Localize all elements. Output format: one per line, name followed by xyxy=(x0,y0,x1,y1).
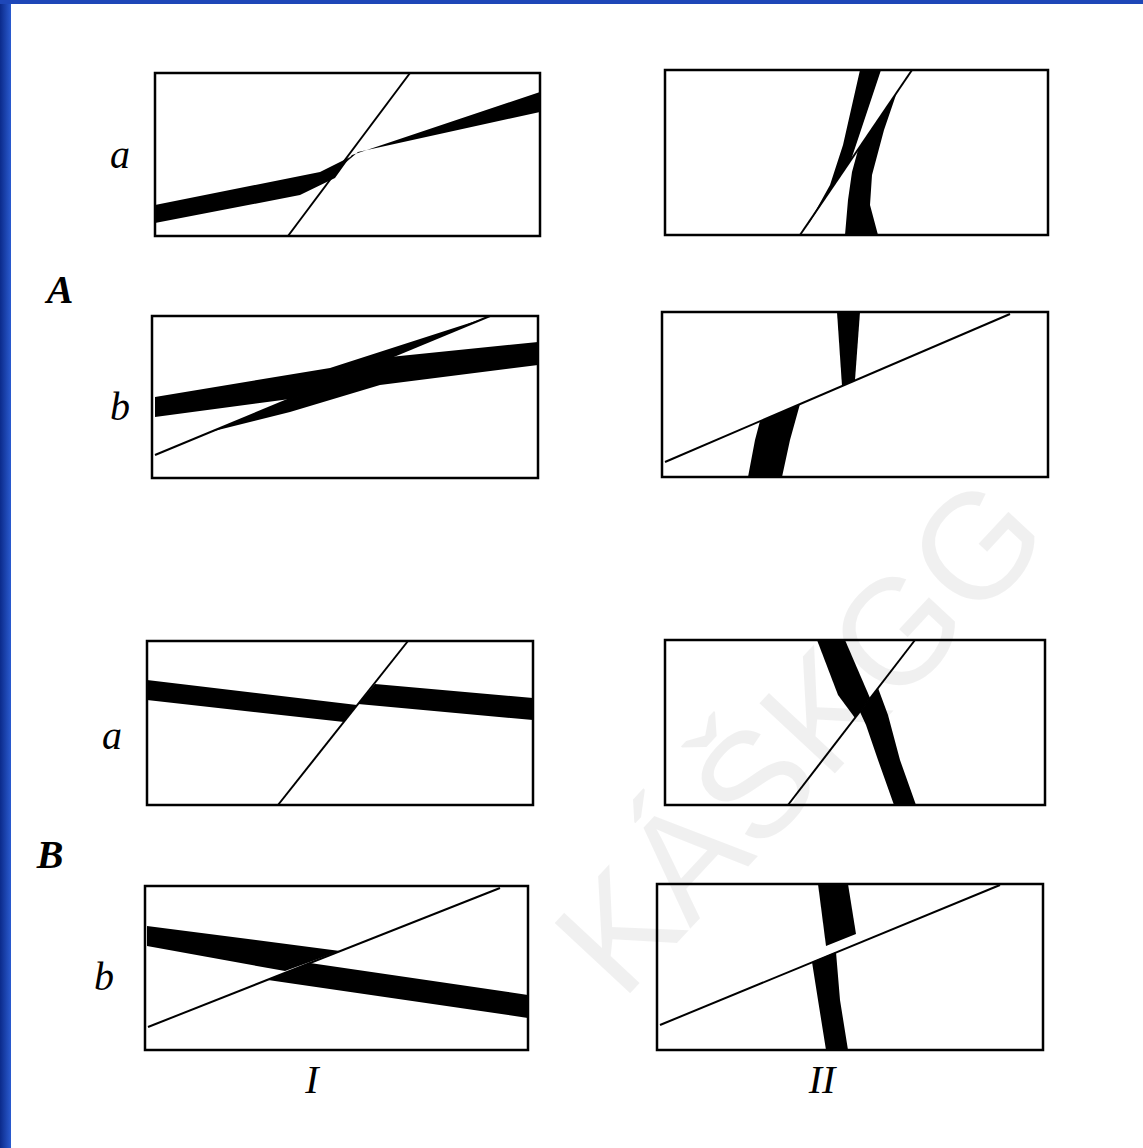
fault-panel xyxy=(665,640,1045,805)
fault-panel xyxy=(662,312,1048,477)
fault-panel xyxy=(145,886,528,1050)
group-letter: B xyxy=(37,835,64,875)
row-letter: b xyxy=(94,957,114,997)
row-letter: a xyxy=(102,716,122,756)
row-letter: b xyxy=(110,387,130,427)
watermark: KÁŠKGG xyxy=(529,452,1071,1018)
row-letter: a xyxy=(110,135,130,175)
fault-panel xyxy=(665,70,1048,235)
group-letter: A xyxy=(47,270,74,310)
column-numeral: II xyxy=(809,1060,836,1100)
slide-frame xyxy=(0,0,1143,4)
fault-panel xyxy=(147,641,533,805)
fault-panel xyxy=(152,316,538,478)
column-numeral: I xyxy=(305,1060,318,1100)
fault-panel xyxy=(155,73,540,236)
slide-frame xyxy=(0,0,11,1148)
fault-panel xyxy=(657,884,1043,1050)
